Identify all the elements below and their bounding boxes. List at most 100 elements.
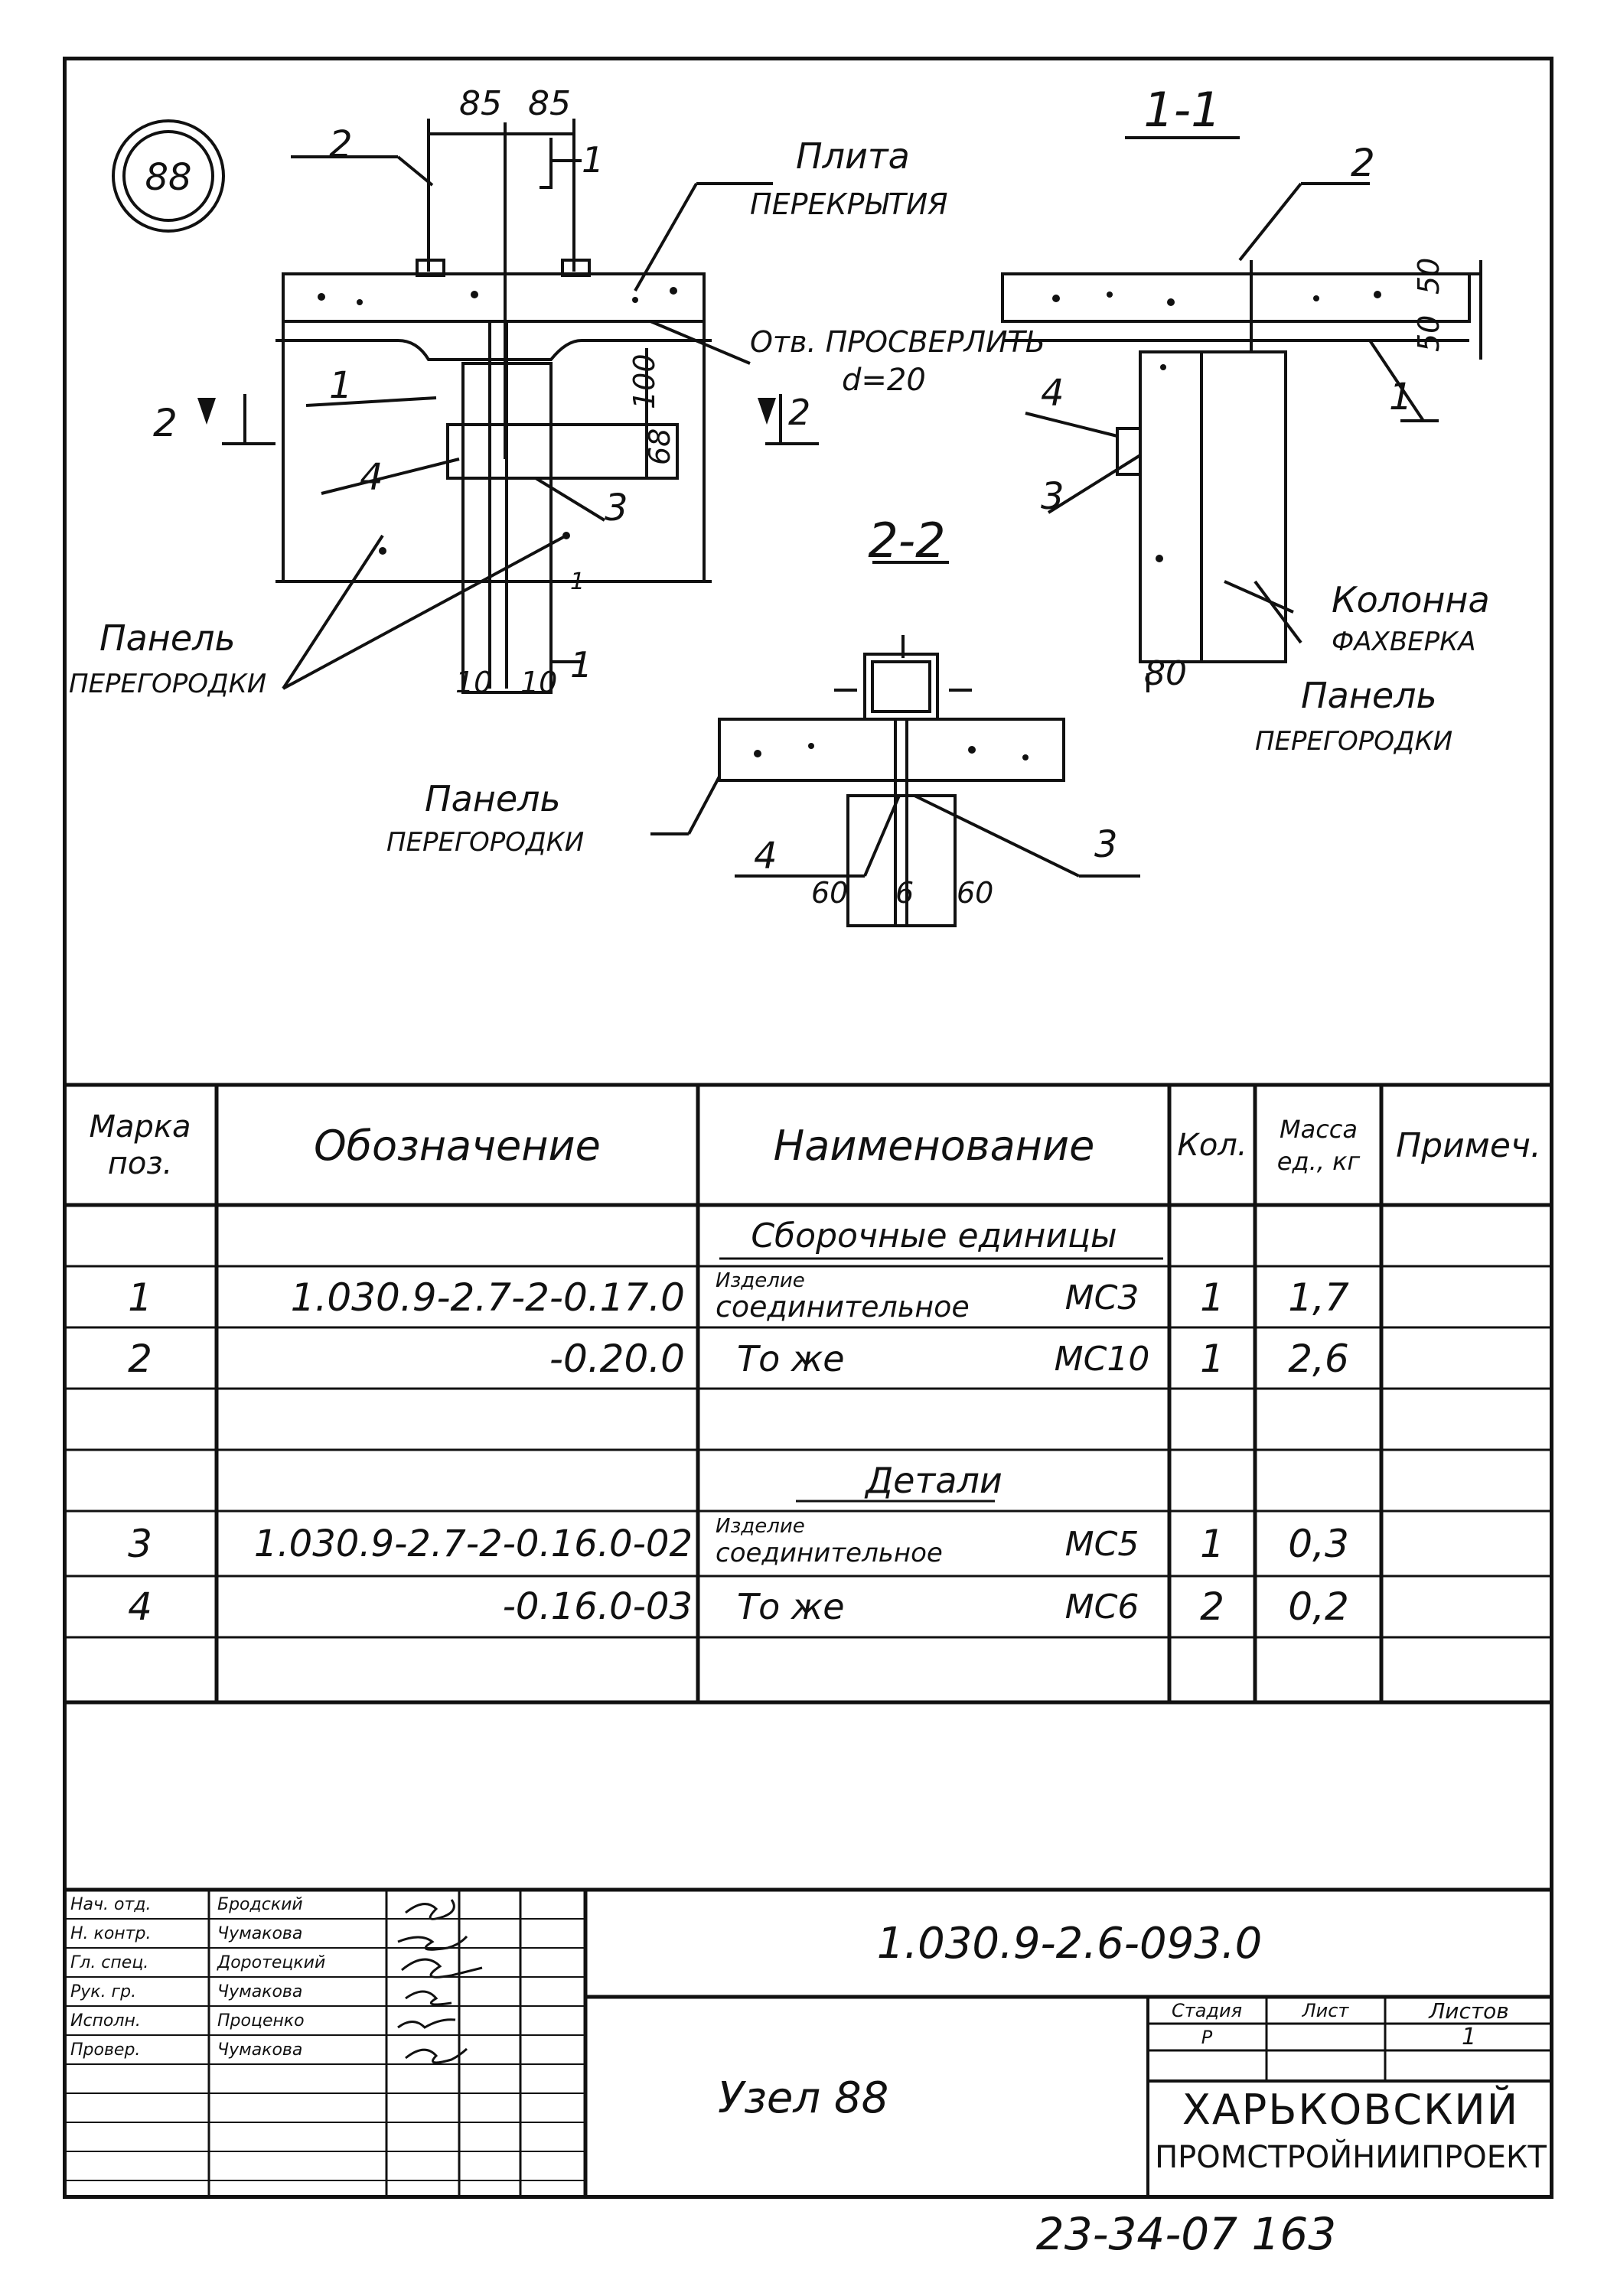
dim-85-a: 85 <box>459 84 502 123</box>
header-mass-line1: Масса <box>1279 1115 1358 1144</box>
document-code: 1.030.9-2.6-093.0 <box>876 1918 1263 1969</box>
cut-mark-1-top: 1 <box>582 139 604 181</box>
role-head-of-dept: Нач. отд. <box>70 1894 152 1914</box>
callout-3-right: 3 <box>1041 475 1064 518</box>
drawing-frame <box>63 57 1553 2199</box>
role-group-lead: Рук. гр. <box>70 1982 137 2001</box>
row4-name: То же <box>737 1586 845 1627</box>
label-slab-line2: ПЕРЕКРЫТИЯ <box>750 187 948 221</box>
row3-code: МС5 <box>1064 1524 1139 1564</box>
label-panel-mid-line1: Панель <box>425 778 561 819</box>
dim-50-top: 50 <box>1412 258 1446 295</box>
header-note: Примеч. <box>1396 1125 1541 1165</box>
organization-line2: ПРОМСТРОЙНИИПРОЕКТ <box>1155 2140 1547 2175</box>
section-1-1-title: 1-1 <box>1143 82 1221 138</box>
name-3: Доротецкий <box>217 1952 326 1972</box>
signatures <box>397 1899 483 2064</box>
sheets-header: Листов <box>1429 1998 1509 2024</box>
header-mass-line2: ед., кг <box>1276 1147 1361 1176</box>
row1-designation: 1.030.9-2.7-2-0.17.0 <box>290 1275 685 1320</box>
sheets-value: 1 <box>1461 2024 1477 2050</box>
node-drawing: 88 1-1 2-2 85 85 100 68 10 10 50 50 80 6… <box>69 82 1490 927</box>
header-name: Наименование <box>773 1121 1095 1170</box>
row4-mass: 0,2 <box>1288 1584 1349 1629</box>
callout-1-right: 1 <box>1389 376 1413 418</box>
row4-code: МС6 <box>1064 1587 1139 1627</box>
label-column-line1: Колонна <box>1332 579 1490 620</box>
dim-85-b: 85 <box>528 84 571 123</box>
footer-stamp: 23-34-07 163 <box>1035 2208 1337 2260</box>
group-details: Детали <box>866 1460 1002 1501</box>
dim-80: 80 <box>1144 654 1187 693</box>
label-panel-left-line1: Панель <box>99 617 236 659</box>
row1-code: МС3 <box>1064 1278 1139 1317</box>
drawing-title: Узел 88 <box>718 2073 889 2123</box>
row3-name: Изделие соединительное <box>716 1515 1022 1573</box>
dim-10-b: 10 <box>520 666 557 699</box>
group-assembly-units: Сборочные единицы <box>751 1216 1117 1255</box>
row1-qty: 1 <box>1200 1275 1224 1320</box>
section-2-2-title: 2-2 <box>868 513 945 568</box>
role-norm-control: Н. контр. <box>70 1923 152 1943</box>
name-5: Проценко <box>217 2011 305 2031</box>
name-6: Чумакова <box>217 2040 303 2060</box>
callout-3-left: 3 <box>605 487 628 529</box>
row2-code: МС10 <box>1054 1339 1150 1379</box>
row3-name-line1: Изделие <box>716 1515 805 1538</box>
row2-qty: 1 <box>1200 1337 1224 1381</box>
cut-mark-1-bottom: 1 <box>570 644 592 686</box>
row2-name: То же <box>737 1338 845 1379</box>
dim-60-b: 60 <box>957 876 993 910</box>
row1-name: Изделие соединительное <box>716 1270 1022 1325</box>
label-drill-line2: d=20 <box>842 363 926 398</box>
callout-2-right: 2 <box>1351 141 1375 185</box>
row3-designation: 1.030.9-2.7-2-0.16.0-02 <box>253 1523 693 1565</box>
dim-10-a: 10 <box>455 666 492 699</box>
organization-line1: ХАРЬКОВСКИЙ <box>1182 2085 1520 2134</box>
label-panel-right-line2: ПЕРЕГОРОДКИ <box>1255 726 1452 757</box>
sheet-header: Лист <box>1302 2000 1349 2021</box>
role-checker: Провер. <box>70 2040 141 2060</box>
label-slab-line1: Плита <box>796 135 910 177</box>
dim-50-bottom: 50 <box>1412 315 1446 352</box>
row1-mark: 1 <box>128 1275 152 1320</box>
row4-qty: 2 <box>1200 1584 1224 1629</box>
cut-mark-2-left: 2 <box>153 401 178 445</box>
dim-100: 100 <box>628 353 661 409</box>
row3-name-line2: соединительное <box>716 1538 943 1568</box>
row3-mark: 3 <box>128 1522 152 1566</box>
header-mass: Масса ед., кг <box>1258 1088 1379 1203</box>
label-column-line2: ФАХВЕРКА <box>1332 627 1476 657</box>
header-mark-line1: Марка <box>89 1109 191 1145</box>
stage-value: Р <box>1201 2026 1213 2048</box>
header-mark: Марка поз. <box>67 1088 213 1203</box>
row3-mass: 0,3 <box>1288 1522 1349 1566</box>
label-panel-mid-line2: ПЕРЕГОРОДКИ <box>386 827 584 858</box>
dim-6: 6 <box>895 876 914 910</box>
dim-60-a: 60 <box>811 876 848 910</box>
cut-mark-2-right: 2 <box>788 392 810 433</box>
callout-3-mid: 3 <box>1094 823 1118 866</box>
label-panel-left-line2: ПЕРЕГОРОДКИ <box>69 669 266 699</box>
callout-2-left: 2 <box>329 123 353 166</box>
callout-4-mid: 4 <box>754 835 778 878</box>
row2-mark: 2 <box>128 1337 152 1381</box>
row1-mass: 1,7 <box>1288 1275 1349 1320</box>
row4-mark: 4 <box>128 1584 152 1629</box>
role-chief-specialist: Гл. спец. <box>70 1952 149 1972</box>
callout-1-left: 1 <box>329 364 353 407</box>
row3-qty: 1 <box>1200 1522 1224 1566</box>
row1-name-line2: соединительное <box>716 1290 970 1324</box>
label-drill-line1: Отв. ПРОСВЕРЛИТЬ <box>750 325 1045 359</box>
row2-mass: 2,6 <box>1288 1337 1349 1381</box>
callout-4-left: 4 <box>360 456 383 499</box>
label-panel-right-line1: Панель <box>1301 675 1437 716</box>
name-2: Чумакова <box>217 1923 303 1943</box>
header-mark-line2: поз. <box>107 1146 173 1181</box>
stage-header: Стадия <box>1171 2000 1243 2021</box>
header-designation: Обозначение <box>314 1121 601 1170</box>
header-qty: Кол. <box>1177 1128 1247 1163</box>
callout-4-right: 4 <box>1041 372 1064 415</box>
cut-mark-1-bottom-small: 1 <box>570 568 585 595</box>
